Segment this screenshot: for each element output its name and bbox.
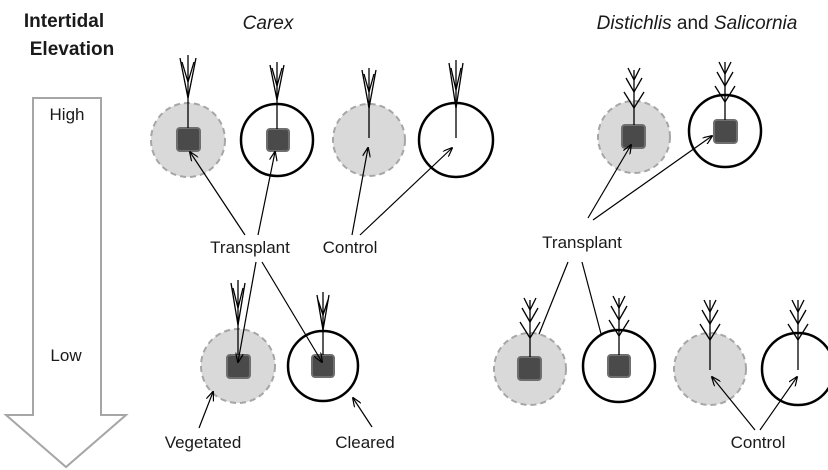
arrow-transplant-to-cleared-low	[261, 261, 322, 362]
and-connector: and	[672, 13, 714, 34]
carex-high-vegetated-control-plot	[332, 68, 406, 177]
arrow-dist-control-to-vegetated	[712, 377, 756, 431]
cleared-label: Cleared	[335, 433, 395, 452]
arrow-control-to-vegetated-high	[351, 148, 368, 236]
high-label: High	[50, 105, 85, 124]
distichlis-salicornia-header: Distichlis and Salicornia	[597, 13, 798, 34]
dist-control-label: Control	[731, 433, 786, 452]
carex-control-label: Control	[323, 238, 378, 257]
dist-low-vegetated-transplant-plot	[493, 297, 567, 406]
dist-low-cleared-control-plot	[760, 299, 828, 407]
arrow-dist-transplant-to-vegetated-high	[587, 145, 631, 219]
dist-low-cleared-transplant-plot	[581, 295, 657, 404]
arrow-dist-control-to-cleared	[759, 377, 797, 431]
dist-low-vegetated-control-plot	[673, 299, 747, 406]
arrow-cleared-label	[353, 398, 373, 428]
elevation-title-line2: Elevation	[30, 39, 114, 60]
arrow-control-to-cleared-high	[359, 148, 452, 236]
carex-high-cleared-transplant-plot	[239, 62, 315, 178]
vegetated-label: Vegetated	[165, 433, 242, 452]
carex-header: Carex	[243, 13, 295, 34]
carex-transplant-label: Transplant	[210, 238, 290, 257]
arrow-dist-transplant-to-cleared-high	[592, 136, 712, 221]
dist-high-cleared-transplant-plot	[687, 61, 763, 169]
dist-high-vegetated-transplant-plot	[597, 67, 671, 174]
elevation-arrow	[3, 97, 129, 469]
carex-high-cleared-control-plot	[417, 60, 495, 179]
elevation-title-line1: Intertidal	[24, 11, 104, 32]
dist-transplant-label: Transplant	[542, 233, 622, 252]
distichlis-name: Distichlis	[597, 13, 672, 34]
arrow-vegetated-label	[198, 392, 213, 429]
arrow-transplant-to-cleared-high	[257, 152, 275, 236]
arrow-transplant-to-vegetated-low	[238, 261, 257, 362]
arrow-transplant-to-vegetated-high	[190, 152, 246, 236]
low-label: Low	[50, 346, 82, 365]
carex-low-vegetated-plot	[200, 280, 276, 404]
salicornia-name: Salicornia	[714, 13, 797, 34]
carex-high-vegetated-transplant-plot	[150, 55, 226, 178]
carex-low-cleared-plot	[286, 292, 360, 403]
